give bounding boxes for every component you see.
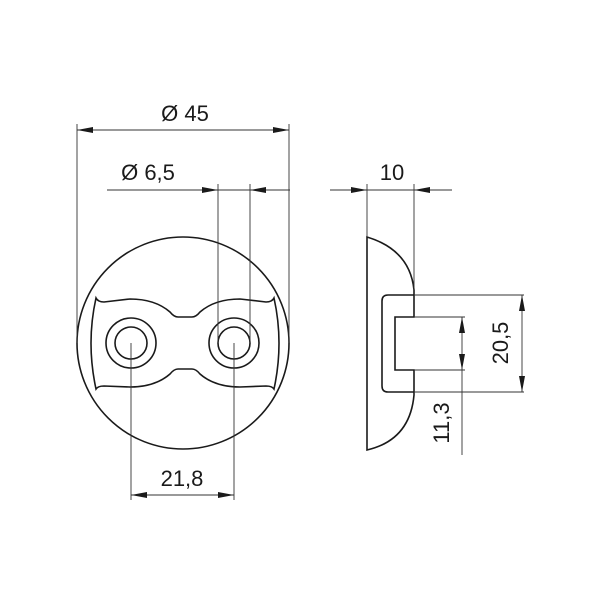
- hole-spacing-label: 21,8: [161, 466, 204, 491]
- dimension-slot-height: 20,5: [414, 294, 525, 393]
- side-slot: [381, 294, 414, 393]
- slot-inner-label: 11,3: [429, 402, 454, 443]
- dimension-hole-diameter: Ø 6,5: [107, 160, 290, 343]
- dimension-slot-inner: 11,3: [414, 316, 465, 455]
- dimension-hole-spacing: 21,8: [130, 343, 235, 500]
- front-view: [76, 236, 290, 450]
- dimension-depth: 10: [330, 160, 452, 290]
- depth-label: 10: [380, 160, 404, 185]
- side-profile: [366, 235, 415, 452]
- outer-disc: [76, 236, 290, 450]
- hole-diameter-label: Ø 6,5: [121, 160, 175, 185]
- slot-height-label: 20,5: [488, 322, 513, 365]
- dimension-outer-diameter: Ø 45: [76, 101, 290, 343]
- outer-diameter-label: Ø 45: [161, 101, 209, 126]
- dogbone-plate: [90, 295, 280, 392]
- side-view: [366, 235, 415, 452]
